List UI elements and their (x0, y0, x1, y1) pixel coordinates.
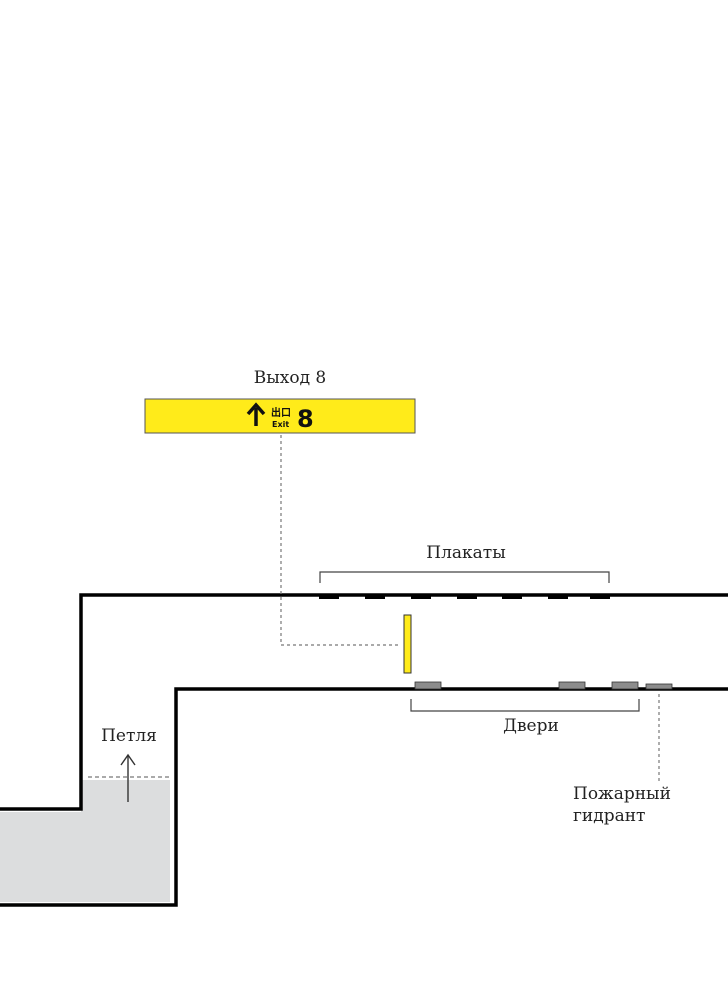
poster (365, 595, 385, 599)
posters-group (319, 595, 610, 599)
poster (411, 595, 431, 599)
exit-arrow-icon (246, 402, 266, 426)
door (558, 681, 586, 690)
exit-sign-marker (403, 614, 412, 674)
loop-area (0, 780, 170, 902)
exit-sign-number: 8 (297, 405, 314, 433)
door (414, 681, 442, 690)
exit-leader-line (280, 435, 400, 646)
exit-sign-chinese: 出口 (271, 406, 291, 419)
posters-bracket (319, 571, 610, 583)
doors-group (414, 681, 639, 690)
hydrant-label-line2: гидрант (573, 806, 645, 826)
doors-label: Двери (503, 716, 559, 736)
loop-arrow-icon (120, 753, 136, 802)
poster (457, 595, 477, 599)
poster (548, 595, 568, 599)
corridor-upper-wall (0, 593, 728, 811)
poster (590, 595, 610, 599)
door (611, 681, 639, 690)
exit-sign (144, 398, 416, 434)
fire-hydrant (645, 683, 673, 690)
poster (319, 595, 339, 599)
loop-label: Петля (101, 726, 157, 746)
doors-bracket (410, 699, 640, 712)
corridor-lower-wall (0, 687, 728, 907)
hydrant-label-line1: Пожарный (573, 784, 671, 804)
exit-title-label: Выход 8 (254, 368, 327, 388)
posters-label: Плакаты (426, 543, 505, 563)
exit-sign-english: Exit (272, 420, 289, 429)
poster (502, 595, 522, 599)
